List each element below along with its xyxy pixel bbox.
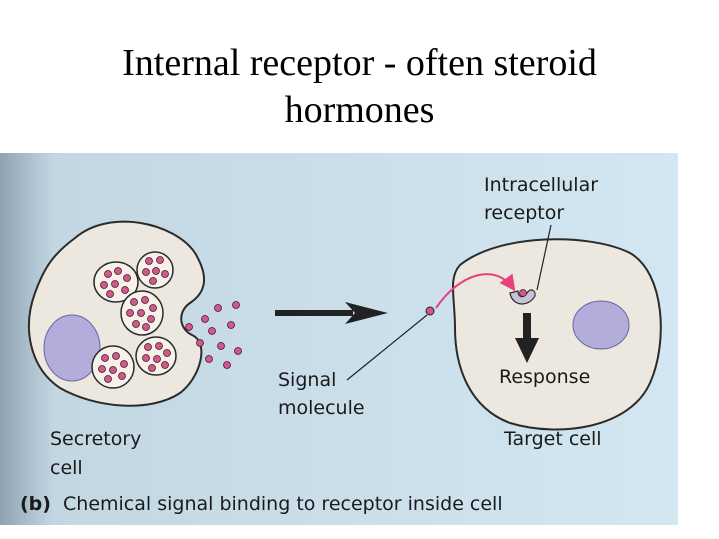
diagram-figure: Intracellular receptor Signal molecule R… [0, 153, 678, 525]
label-signal-molecule-line-1: Signal [278, 369, 336, 391]
intracellular-receptor [509, 289, 536, 305]
caption-tag: (b) [20, 493, 51, 515]
signal-molecule [425, 306, 435, 316]
label-secretory-cell-line-1: Secretory [50, 428, 141, 450]
leader-line-signal [346, 314, 428, 381]
transport-arrow [275, 302, 388, 324]
caption-text: Chemical signal binding to receptor insi… [63, 493, 503, 515]
target-nucleus [572, 300, 630, 350]
secretory-nucleus [43, 314, 101, 382]
label-intracellular-receptor-line-2: receptor [484, 202, 564, 224]
diagram-svg: Intracellular receptor Signal molecule R… [0, 153, 678, 525]
slide-title: Internal receptor - often steroid hormon… [0, 40, 719, 134]
label-intracellular-receptor-line-1: Intracellular [484, 174, 598, 196]
caption: (b) Chemical signal binding to receptor … [20, 493, 503, 515]
label-target-cell: Target cell [503, 428, 602, 450]
secretory-vesicles [91, 251, 177, 389]
signal-entry-arrow [435, 273, 516, 309]
response-arrow [515, 313, 539, 363]
label-secretory-cell-line-2: cell [50, 457, 83, 479]
label-signal-molecule-line-2: molecule [278, 397, 365, 419]
target-cell [451, 238, 662, 431]
slide-title-line-1: Internal receptor - often steroid [122, 42, 597, 84]
slide-title-line-2: hormones [284, 89, 435, 131]
released-signal-molecules [185, 301, 242, 369]
label-response: Response [499, 366, 590, 388]
leader-line-receptor [536, 224, 552, 291]
